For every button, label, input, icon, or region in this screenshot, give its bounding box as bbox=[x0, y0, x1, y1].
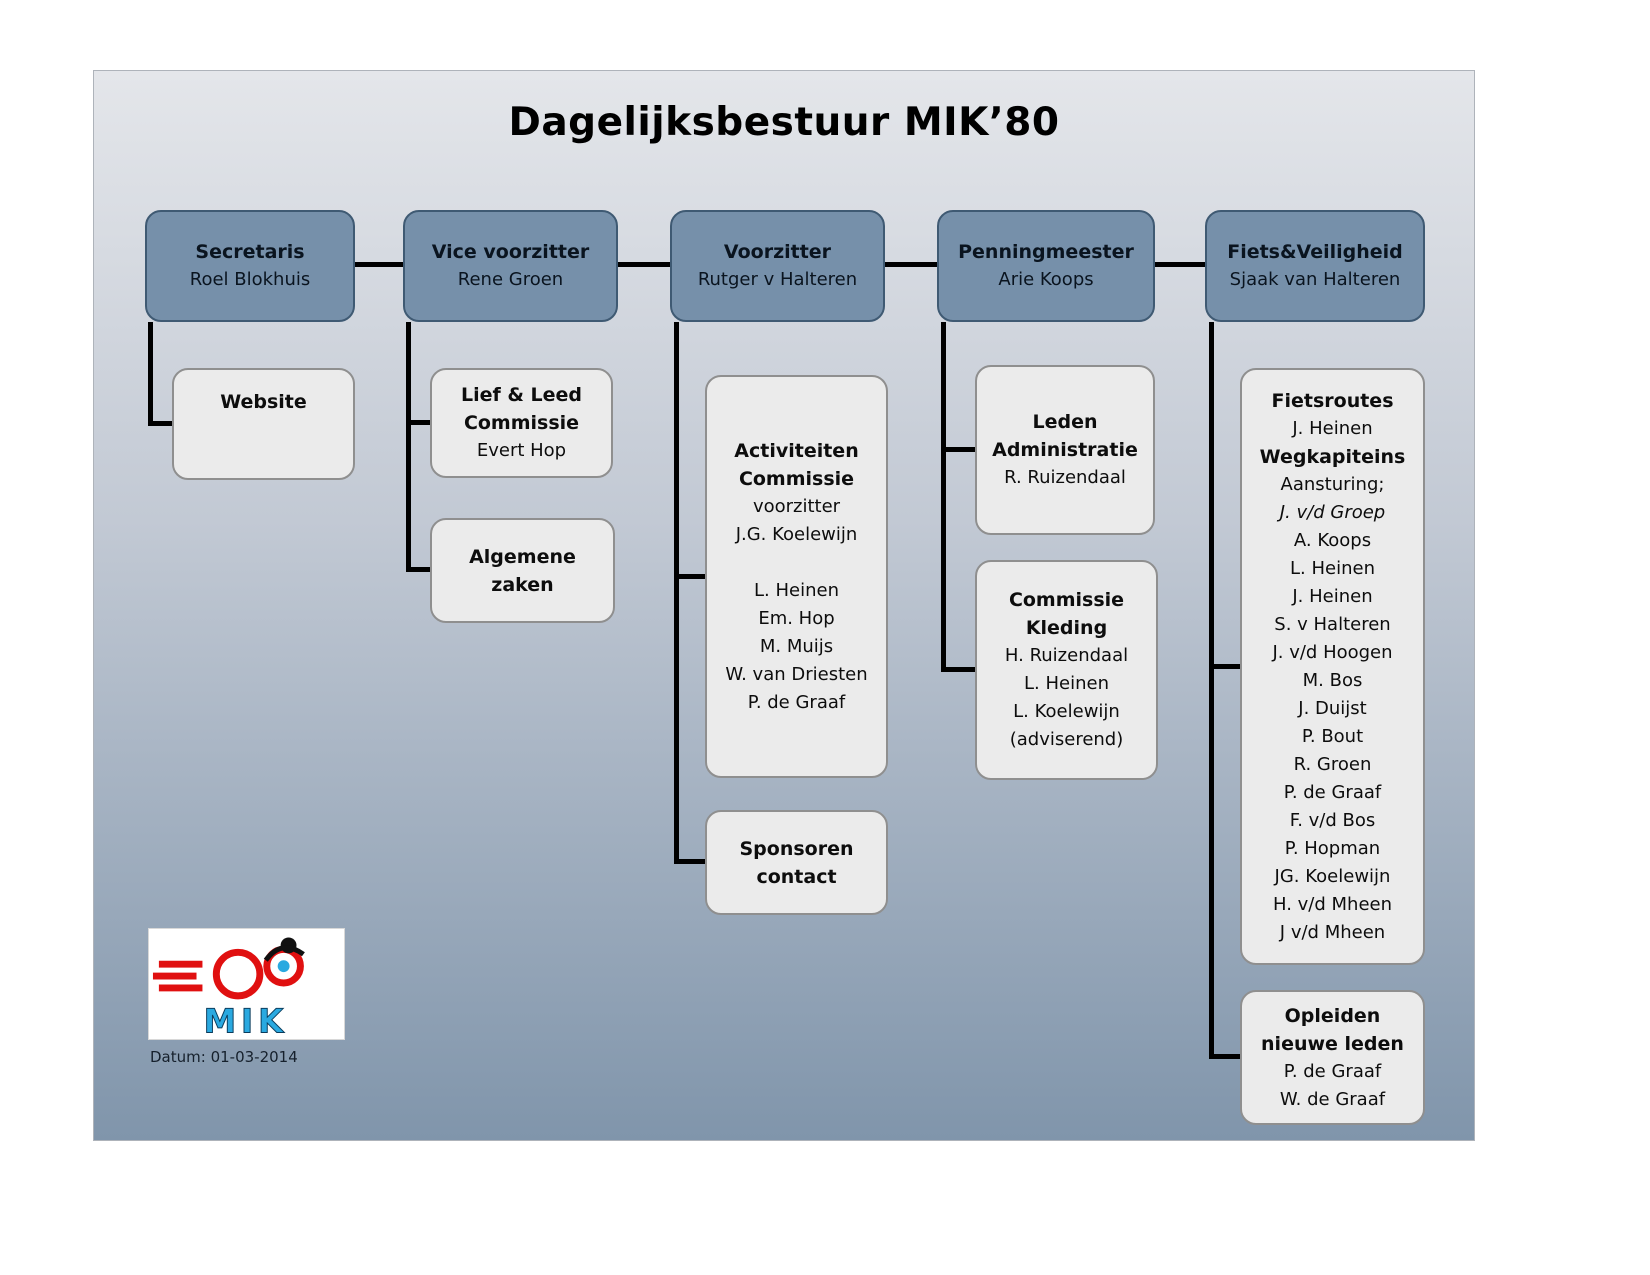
list-line: A. Koops bbox=[1293, 529, 1372, 551]
connector-line bbox=[406, 322, 411, 572]
connector-line bbox=[674, 574, 705, 579]
sub-box-lief-leed-commissie: Lief & Leed Commissie Evert Hop bbox=[430, 368, 613, 478]
box-title: Commissie bbox=[1008, 589, 1125, 611]
person-name: R. Ruizendaal bbox=[1004, 467, 1126, 488]
connector-line bbox=[406, 420, 430, 425]
person-name: Arie Koops bbox=[998, 269, 1094, 290]
sub-box-leden-administratie: Leden Administratie R. Ruizendaal bbox=[975, 365, 1155, 535]
mik-logo-box: MIK bbox=[148, 928, 345, 1040]
sub-box-opleiden-nieuwe-leden: Opleiden nieuwe leden P. de Graaf W. de … bbox=[1240, 990, 1425, 1125]
sub-box-commissie-kleding: Commissie Kleding H. Ruizendaal L. Heine… bbox=[975, 560, 1158, 780]
sub-box-sponsoren-contact: Sponsoren contact bbox=[705, 810, 888, 915]
logo-text: MIK bbox=[204, 1003, 289, 1040]
box-title: Sponsoren bbox=[739, 837, 854, 860]
org-box-penningmeester: Penningmeester Arie Koops bbox=[937, 210, 1155, 322]
list-line: H. v/d Mheen bbox=[1272, 893, 1393, 915]
datum-label: Datum: 01-03-2014 bbox=[150, 1048, 298, 1066]
box-title: contact bbox=[756, 865, 837, 888]
connector-line bbox=[148, 322, 153, 426]
org-box-vice-voorzitter: Vice voorzitter Rene Groen bbox=[403, 210, 618, 322]
person-name: Rutger v Halteren bbox=[697, 269, 858, 290]
person-name: Evert Hop bbox=[476, 440, 567, 461]
list-line: Em. Hop bbox=[758, 607, 835, 629]
list-line: P. de Graaf bbox=[1283, 1060, 1382, 1082]
person-name: Rene Groen bbox=[457, 269, 564, 290]
connector-line bbox=[148, 421, 172, 426]
list-line: F. v/d Bos bbox=[1289, 809, 1376, 831]
list-line: Aansturing; bbox=[1280, 473, 1385, 495]
connector-line bbox=[1209, 322, 1214, 1059]
list-line: JG. Koelewijn bbox=[1274, 865, 1391, 887]
person-name: Sjaak van Halteren bbox=[1229, 269, 1401, 290]
list-line: P. de Graaf bbox=[747, 691, 846, 713]
box-title: Administratie bbox=[992, 439, 1138, 461]
connector-line bbox=[1209, 1054, 1240, 1059]
connector-line bbox=[406, 567, 430, 572]
list-line: L. Heinen bbox=[1024, 673, 1109, 694]
box-title: Commissie bbox=[463, 412, 580, 434]
list-line: P. Bout bbox=[1301, 725, 1364, 747]
connector-line bbox=[941, 322, 946, 672]
connector-line bbox=[1209, 664, 1240, 669]
page-title: Dagelijksbestuur MIK’80 bbox=[508, 100, 1060, 145]
connector-line bbox=[941, 447, 975, 452]
connector-line bbox=[674, 322, 679, 864]
box-title: Opleiden bbox=[1284, 1004, 1381, 1027]
list-line: voorzitter bbox=[752, 495, 841, 517]
list-line: M. Muijs bbox=[759, 635, 834, 657]
list-line: L. Heinen bbox=[754, 579, 839, 601]
list-line: W. de Graaf bbox=[1279, 1088, 1386, 1110]
list-line: J. v/d Groep bbox=[1279, 501, 1386, 523]
role-title: Penningmeester bbox=[958, 241, 1134, 263]
sub-box-activiteiten-commissie: Activiteiten Commissie voorzitter J.G. K… bbox=[705, 375, 888, 778]
org-box-secretaris: Secretaris Roel Blokhuis bbox=[145, 210, 355, 322]
list-line: R. Groen bbox=[1293, 753, 1372, 775]
box-title: Fietsroutes bbox=[1271, 389, 1394, 412]
list-line: S. v Halteren bbox=[1274, 613, 1391, 635]
list-line: M. Bos bbox=[1302, 669, 1363, 691]
connector-line bbox=[618, 262, 670, 267]
sub-box-algemene-zaken: Algemene zaken bbox=[430, 518, 615, 623]
box-title: Algemene bbox=[469, 545, 576, 568]
box-title: Lief & Leed bbox=[460, 384, 583, 406]
list-line: W. van Driesten bbox=[725, 663, 868, 685]
sub-box-website: Website bbox=[172, 368, 355, 480]
list-line: J.G. Koelewijn bbox=[735, 523, 858, 545]
wheel-hub bbox=[277, 960, 290, 973]
connector-line bbox=[355, 262, 403, 267]
box-title: nieuwe leden bbox=[1261, 1032, 1404, 1055]
list-line: (adviserend) bbox=[1009, 729, 1124, 750]
connector-line bbox=[1155, 262, 1205, 267]
list-line: L. Koelewijn bbox=[1013, 701, 1120, 722]
list-line: P. Hopman bbox=[1284, 837, 1381, 859]
role-title: Vice voorzitter bbox=[431, 241, 590, 263]
list-line: J. v/d Hoogen bbox=[1272, 641, 1393, 663]
org-box-fiets-veiligheid: Fiets&Veiligheid Sjaak van Halteren bbox=[1205, 210, 1425, 322]
handlebar bbox=[263, 945, 305, 962]
list-line: J. Duijst bbox=[1298, 697, 1367, 719]
box-title: zaken bbox=[491, 573, 554, 596]
box-title: Leden bbox=[1032, 411, 1098, 433]
list-line: H. Ruizendaal bbox=[1004, 645, 1129, 666]
org-box-voorzitter: Voorzitter Rutger v Halteren bbox=[670, 210, 885, 322]
role-title: Secretaris bbox=[195, 241, 305, 263]
mik-logo: MIK bbox=[152, 937, 305, 1040]
role-title: Fiets&Veiligheid bbox=[1227, 241, 1403, 263]
box-title: Activiteiten bbox=[734, 439, 859, 462]
box-title: Kleding bbox=[1025, 617, 1108, 639]
list-line: L. Heinen bbox=[1290, 557, 1375, 579]
list-line: P. de Graaf bbox=[1283, 781, 1382, 803]
person-name: Roel Blokhuis bbox=[189, 269, 311, 290]
sub-box-fietsroutes-wegkapiteins: Fietsroutes J. Heinen Wegkapiteins Aanst… bbox=[1240, 368, 1425, 965]
connector-line bbox=[674, 859, 705, 864]
connector-line bbox=[941, 667, 975, 672]
list-line: J. Heinen bbox=[1292, 417, 1373, 439]
list-line: J v/d Mheen bbox=[1279, 921, 1386, 943]
box-title: Commissie bbox=[738, 467, 855, 490]
list-line: J. Heinen bbox=[1292, 585, 1373, 607]
box-title: Website bbox=[220, 391, 307, 413]
box-title: Wegkapiteins bbox=[1259, 445, 1406, 468]
role-title: Voorzitter bbox=[723, 241, 832, 263]
connector-line bbox=[885, 262, 937, 267]
